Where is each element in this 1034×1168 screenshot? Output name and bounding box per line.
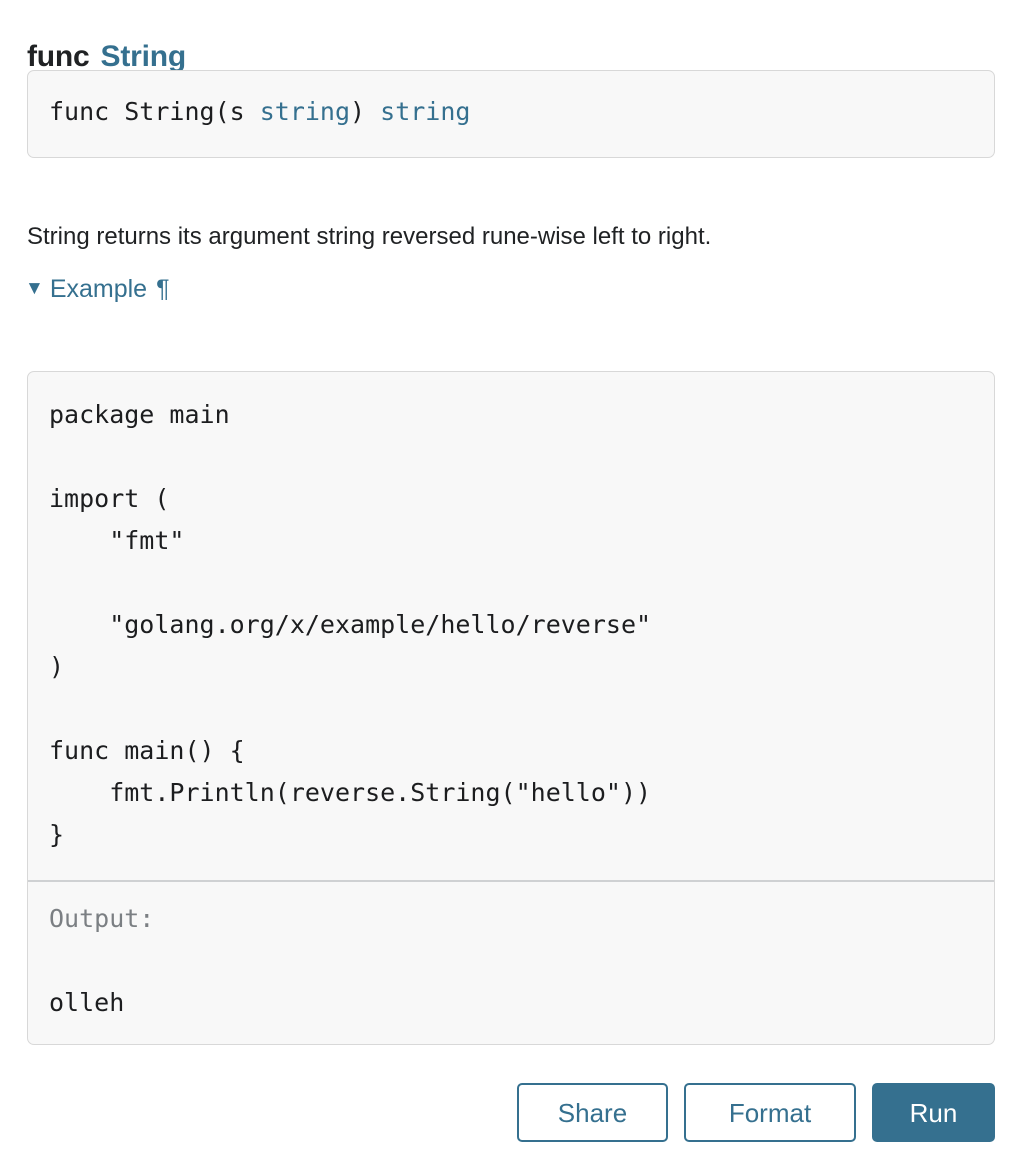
- format-button[interactable]: Format: [684, 1083, 856, 1142]
- example-divider: [28, 880, 994, 882]
- example-toggle-label: Example: [49, 275, 148, 303]
- example-output-value: olleh: [49, 988, 125, 1017]
- func-name-link[interactable]: String: [100, 39, 187, 73]
- example-output-label: Output:: [49, 904, 155, 933]
- triangle-down-icon: ▼: [25, 278, 44, 299]
- signature-prefix: func String(s: [49, 97, 260, 126]
- example-code[interactable]: package main import ( "fmt" "golang.org/…: [49, 400, 652, 849]
- example-action-buttons: Share Format Run: [27, 1083, 995, 1142]
- signature-middle: ): [350, 97, 381, 126]
- func-keyword: func: [27, 39, 90, 73]
- example-code-panel: package main import ( "fmt" "golang.org/…: [27, 371, 995, 1045]
- function-signature-code: func String(s string) string: [49, 95, 470, 129]
- example-output: Output: olleh: [49, 898, 154, 1024]
- signature-return-type-link[interactable]: string: [380, 97, 471, 126]
- function-signature-box: func String(s string) string: [27, 70, 995, 158]
- signature-param-type-link[interactable]: string: [259, 97, 351, 126]
- paragraph-anchor-icon[interactable]: ¶: [156, 275, 170, 303]
- share-button[interactable]: Share: [517, 1083, 668, 1142]
- function-description: String returns its argument string rever…: [27, 223, 712, 250]
- run-button[interactable]: Run: [872, 1083, 995, 1142]
- page-title: func String: [27, 37, 186, 77]
- example-toggle[interactable]: ▼ Example ¶: [25, 272, 170, 306]
